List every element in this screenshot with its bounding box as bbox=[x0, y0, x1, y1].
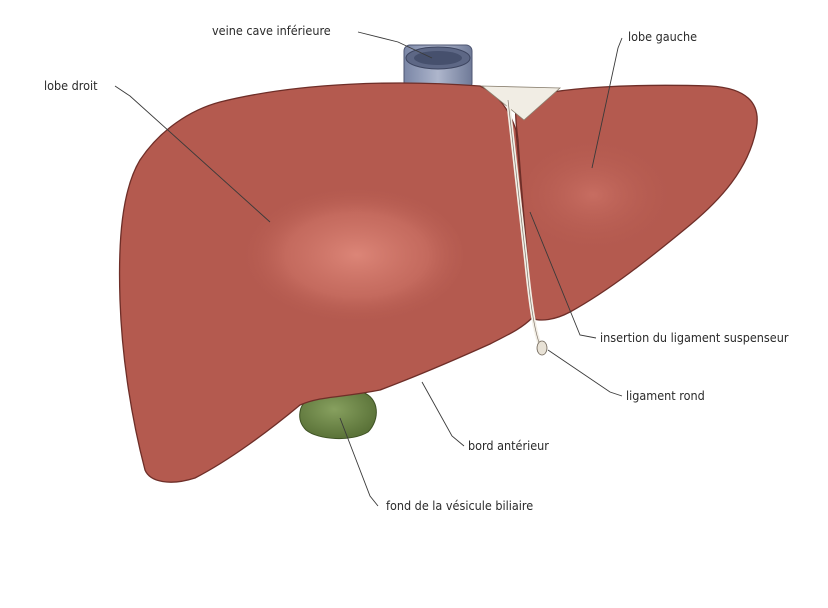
leader-bord-anterieur bbox=[422, 382, 464, 446]
label-lobe-droit: lobe droit bbox=[44, 78, 98, 93]
label-lobe-gauche: lobe gauche bbox=[628, 29, 697, 44]
label-insertion-ligament: insertion du ligament suspenseur bbox=[600, 330, 789, 345]
label-bord-anterieur: bord antérieur bbox=[468, 438, 549, 453]
leader-ligament-rond bbox=[548, 350, 622, 396]
label-ligament-rond: ligament rond bbox=[626, 388, 705, 403]
label-veine-cave: veine cave inférieure bbox=[212, 23, 331, 38]
label-fond-vesicule: fond de la vésicule biliaire bbox=[386, 498, 533, 513]
left-lobe-shape bbox=[516, 85, 758, 320]
vena-cava-shape bbox=[404, 45, 472, 89]
